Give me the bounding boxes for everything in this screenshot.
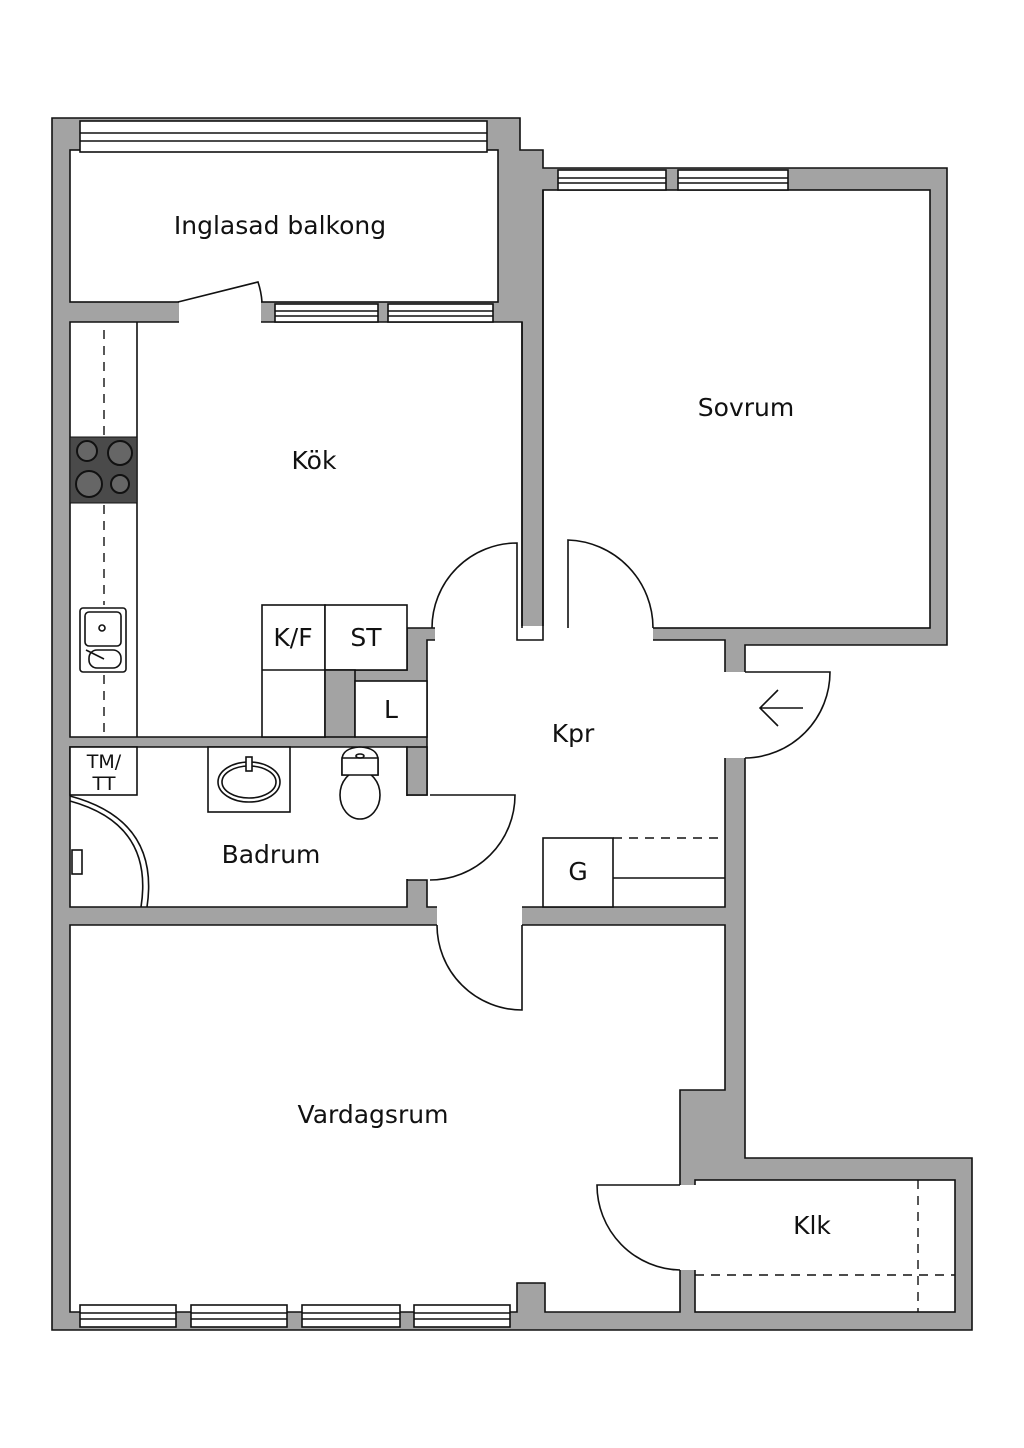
opening-klk-door[interactable] bbox=[678, 1185, 697, 1270]
shower-curtain bbox=[69, 795, 150, 908]
toilet-icon bbox=[339, 746, 381, 820]
door-klk[interactable] bbox=[596, 1184, 681, 1271]
opening-kitchen-door[interactable] bbox=[435, 626, 517, 642]
label-kok: Kök bbox=[292, 446, 337, 475]
label-sovrum: Sovrum bbox=[698, 393, 794, 422]
label-tt: TT bbox=[92, 773, 116, 795]
label-tm: TM/ bbox=[86, 751, 122, 773]
opening-balkong-door[interactable] bbox=[179, 300, 261, 324]
stove-icon bbox=[69, 436, 138, 504]
label-g: G bbox=[568, 857, 587, 886]
shower-tap-icon bbox=[71, 849, 83, 875]
opening-entry-door[interactable] bbox=[723, 672, 747, 758]
sink-icon bbox=[79, 607, 127, 673]
door-bath[interactable] bbox=[429, 794, 516, 881]
room-klk bbox=[694, 1179, 956, 1313]
washbasin-icon bbox=[207, 746, 291, 813]
label-kf: K/F bbox=[273, 623, 312, 652]
label-kpr: Kpr bbox=[552, 719, 595, 748]
label-badrum: Badrum bbox=[222, 840, 321, 869]
door-kitchen[interactable] bbox=[431, 542, 518, 629]
label-balkong: Inglasad balkong bbox=[174, 211, 386, 240]
windows bbox=[79, 120, 789, 1328]
room-badrum bbox=[69, 746, 408, 908]
door-sovrum[interactable] bbox=[567, 539, 654, 629]
label-klk: Klk bbox=[793, 1211, 831, 1240]
label-vardagsrum: Vardagsrum bbox=[298, 1100, 449, 1129]
door-balkong[interactable] bbox=[177, 281, 263, 303]
label-st: ST bbox=[350, 623, 382, 652]
opening-bath-door[interactable] bbox=[405, 796, 429, 879]
room-balkong bbox=[69, 149, 499, 303]
label-l: L bbox=[384, 695, 398, 724]
door-living[interactable] bbox=[436, 924, 523, 1011]
opening-sovrum-door[interactable] bbox=[568, 626, 653, 642]
opening-living-door[interactable] bbox=[437, 905, 522, 927]
entry-arrow-icon bbox=[758, 689, 803, 727]
door-entry[interactable] bbox=[744, 671, 831, 759]
